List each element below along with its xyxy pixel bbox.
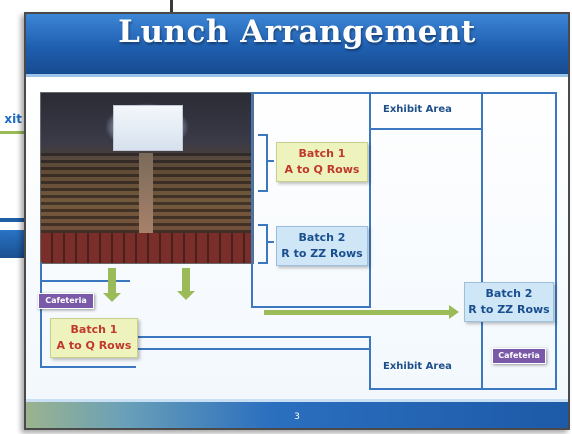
- lower-batch1-title: Batch 1: [70, 323, 118, 336]
- cafeteria-right-badge: Cafeteria: [492, 348, 546, 364]
- hall-right-wall: [251, 92, 253, 308]
- corridor-lower-floor: [134, 348, 371, 350]
- title-divider: [26, 74, 568, 77]
- arrow-right-icon: [264, 305, 459, 319]
- background-blue-strip: [0, 218, 28, 222]
- slide-title: Lunch Arrangement: [118, 14, 476, 50]
- slide-window[interactable]: Lunch Arrangement B: [24, 12, 570, 430]
- lower-batch1-rows: A to Q Rows: [56, 339, 132, 352]
- arrow-down-icon: [103, 268, 121, 302]
- background-window-edge: [170, 0, 173, 14]
- corridor-lower-upper: [40, 280, 130, 282]
- corridor-base: [40, 366, 136, 368]
- slide-footer: 3: [26, 399, 568, 428]
- hall-batch1-title: Batch 1: [298, 147, 346, 160]
- right-batch2-label: Batch 2 R to ZZ Rows: [464, 282, 554, 322]
- batch2-bracket: [258, 224, 268, 264]
- auditorium-screen: [113, 105, 183, 151]
- arrow-down-icon: [177, 268, 195, 300]
- exhibit-outer-left: [369, 92, 371, 308]
- lower-batch1-label: Batch 1 A to Q Rows: [50, 318, 138, 358]
- hall-batch1-rows: A to Q Rows: [284, 163, 360, 176]
- exhibit-area-top-label: Exhibit Area: [383, 104, 452, 115]
- background-exit-label: xit: [4, 112, 22, 126]
- auditorium-front-seats: [41, 233, 253, 263]
- exhibit-bottom-floor: [369, 388, 557, 390]
- exhibit-divider: [481, 92, 483, 390]
- exhibit-bottom-left: [369, 336, 371, 390]
- title-bar: Lunch Arrangement: [26, 14, 568, 74]
- hall-batch2-label: Batch 2 R to ZZ Rows: [276, 226, 368, 266]
- batch1-bracket-tick: [268, 160, 274, 162]
- hall-bottom-wall: [251, 306, 371, 308]
- exhibit-top-shelf: [369, 128, 483, 130]
- auditorium-photo: [40, 92, 254, 264]
- cafeteria-left-badge: Cafeteria: [38, 293, 94, 309]
- exhibit-outer-top: [369, 92, 557, 94]
- exhibit-outer-right: [555, 92, 557, 390]
- corridor-left-wall: [40, 262, 42, 368]
- batch1-bracket: [258, 134, 268, 192]
- right-batch2-title: Batch 2: [485, 287, 533, 300]
- hall-batch2-title: Batch 2: [298, 231, 346, 244]
- exhibit-area-bottom-label: Exhibit Area: [383, 361, 452, 372]
- slide-content: Batch 1 A to Q Rows Batch 2 R to ZZ Rows…: [26, 78, 568, 406]
- background-blue-block: [0, 230, 28, 258]
- hall-batch1-label: Batch 1 A to Q Rows: [276, 142, 368, 182]
- right-batch2-rows: R to ZZ Rows: [468, 303, 550, 316]
- hall-top-connector: [251, 92, 371, 94]
- batch2-bracket-tick: [268, 241, 274, 243]
- corridor-mid-rail: [134, 336, 371, 338]
- background-green-line: [0, 131, 27, 134]
- hall-batch2-rows: R to ZZ Rows: [281, 247, 363, 260]
- page-number: 3: [294, 412, 300, 422]
